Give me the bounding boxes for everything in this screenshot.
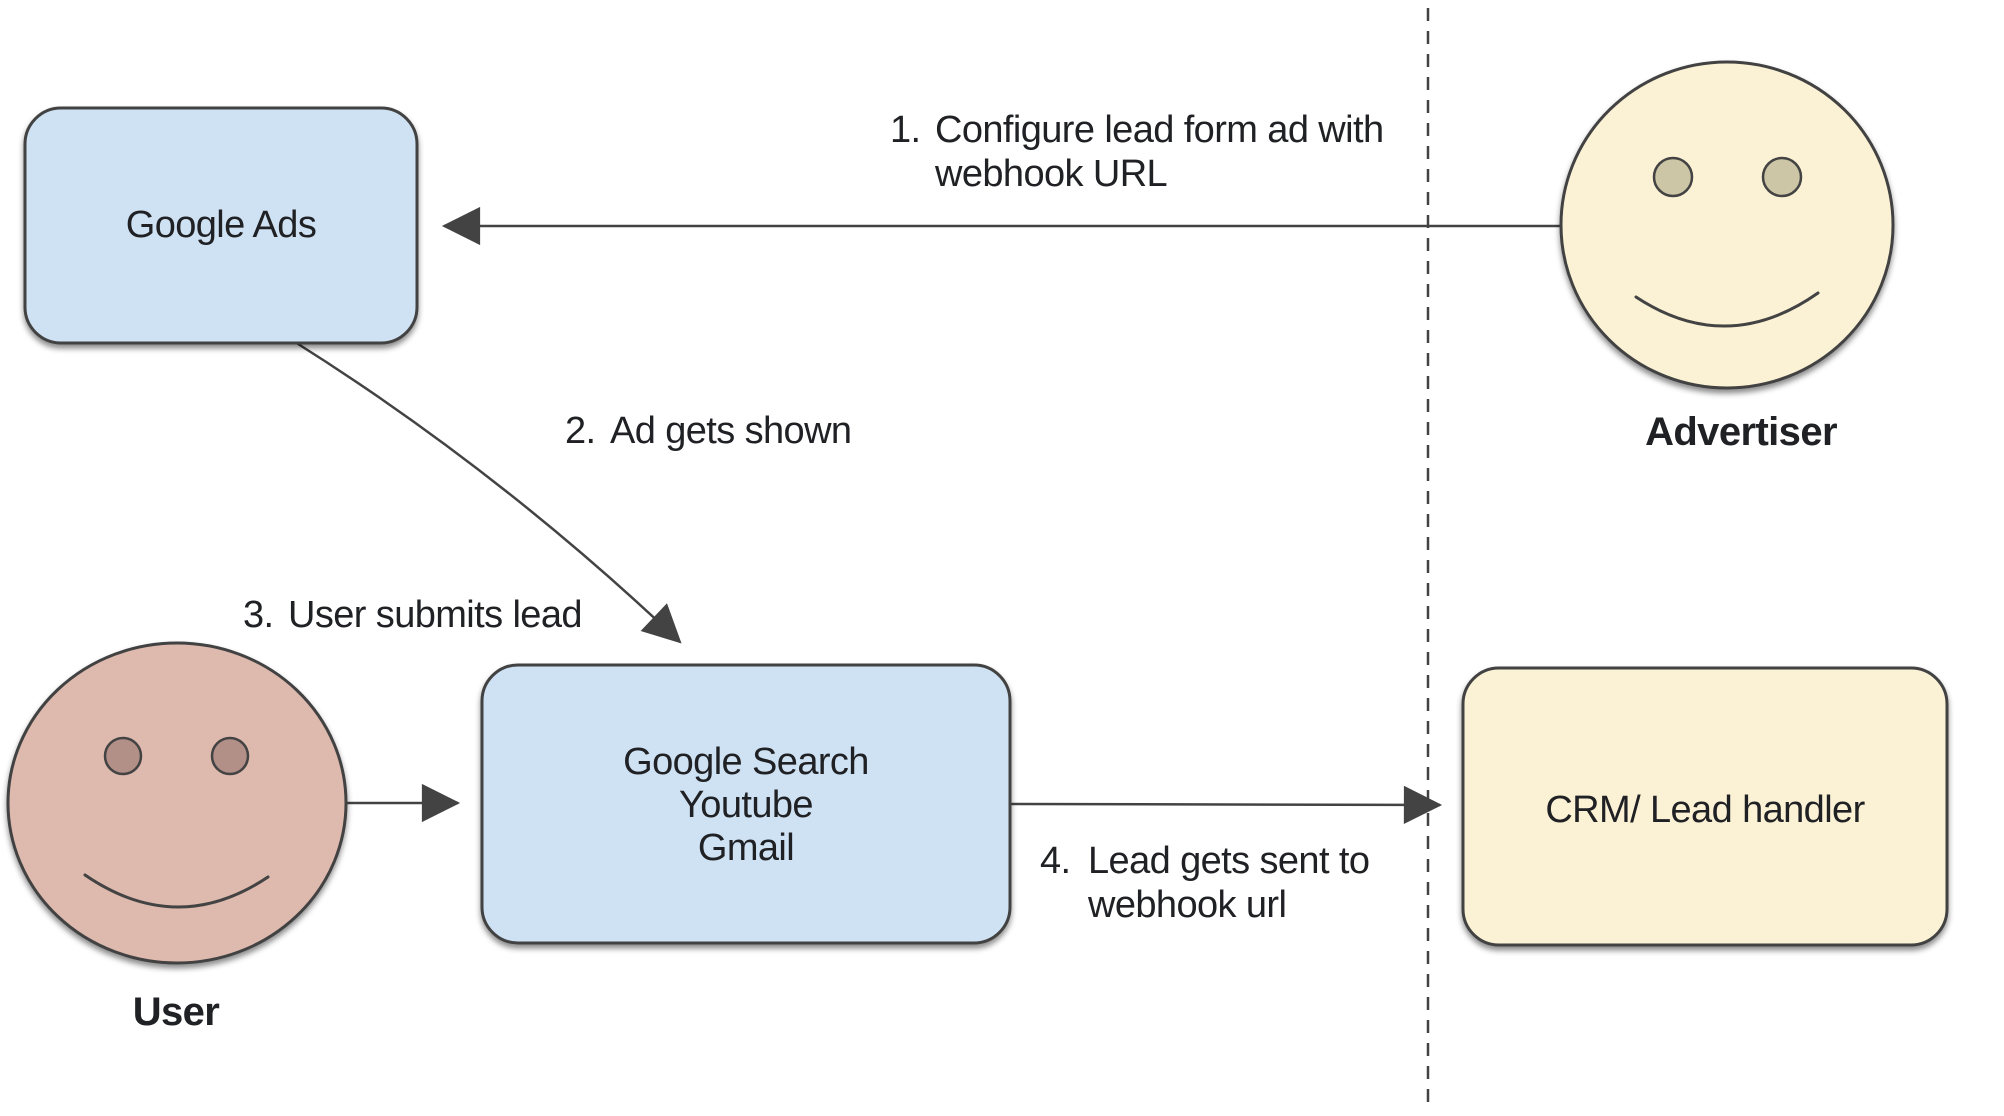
- user-label: User: [133, 990, 220, 1034]
- step3-text-line1: User submits lead: [288, 594, 582, 636]
- google-surfaces-node: [480, 663, 1012, 945]
- crm-label: CRM/ Lead handler: [1545, 789, 1865, 831]
- step3-number: 3.: [243, 594, 274, 636]
- user-actor: User: [6, 641, 348, 1034]
- user-smile-icon: [83, 873, 270, 909]
- google-surfaces-label-line3: Gmail: [698, 827, 794, 869]
- step4-number: 4.: [1040, 840, 1071, 882]
- google-surfaces-label-line1: Google Search: [623, 741, 869, 783]
- step4-text-line2: webhook url: [1087, 884, 1286, 926]
- step4-text-line1: Lead gets sent to: [1088, 840, 1369, 882]
- flow-label-step1: 1. Configure lead form ad with webhook U…: [890, 109, 1384, 195]
- advertiser-actor: Advertiser: [1559, 60, 1895, 454]
- flow-label-step2: 2. Ad gets shown: [565, 410, 852, 452]
- crm-node: [1461, 666, 1949, 947]
- google-ads-label: Google Ads: [126, 204, 316, 246]
- user-eye-right-icon: [210, 736, 250, 776]
- flow-label-step3: 3. User submits lead: [243, 594, 583, 636]
- step1-number: 1.: [890, 109, 921, 151]
- step1-text-line2: webhook URL: [934, 153, 1167, 195]
- advertiser-eye-left-icon: [1652, 156, 1694, 198]
- user-face: [6, 641, 348, 965]
- google-surfaces-label-line2: Youtube: [679, 784, 813, 826]
- flow-label-step4: 4. Lead gets sent to webhook url: [1040, 840, 1370, 926]
- user-eye-left-icon: [103, 736, 143, 776]
- arrow-ad-gets-shown: [294, 340, 682, 644]
- google-ads-node: [23, 106, 419, 345]
- advertiser-eye-right-icon: [1761, 156, 1803, 198]
- advertiser-label: Advertiser: [1645, 410, 1837, 454]
- step1-text-line1: Configure lead form ad with: [935, 109, 1383, 151]
- advertiser-smile-icon: [1634, 291, 1820, 328]
- step2-number: 2.: [565, 410, 596, 452]
- step2-text-line1: Ad gets shown: [610, 410, 851, 452]
- arrow-lead-to-webhook: [1009, 785, 1443, 825]
- advertiser-face: [1559, 60, 1895, 390]
